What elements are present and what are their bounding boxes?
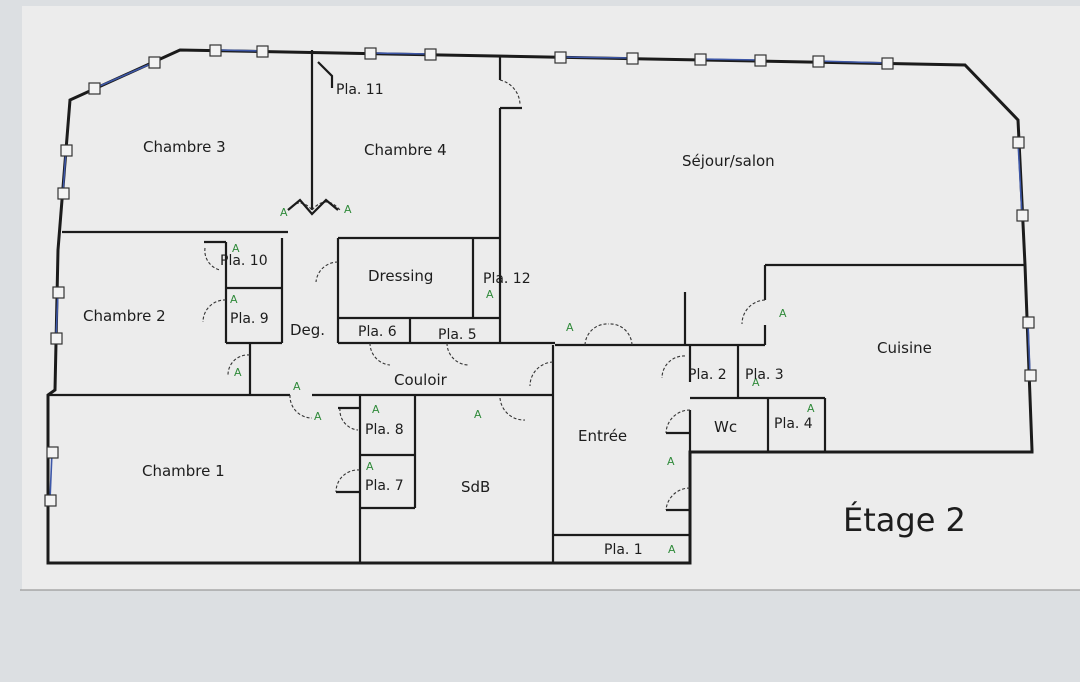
- door-swing-icon: [584, 323, 609, 346]
- window-frame-icon: [812, 55, 825, 68]
- door-swing-icon: [204, 247, 221, 271]
- marker-a: A: [668, 543, 676, 556]
- marker-a: A: [807, 402, 815, 415]
- window-frame-icon: [256, 45, 269, 58]
- door-swing-icon: [661, 355, 686, 379]
- label-chambre-2: Chambre 2: [83, 307, 166, 325]
- label-wc: Wc: [714, 418, 737, 436]
- window-frame-icon: [88, 82, 101, 95]
- door-swing-icon: [499, 79, 521, 105]
- window-frame-icon: [50, 332, 63, 345]
- marker-a: A: [232, 242, 240, 255]
- paper: [22, 6, 1080, 590]
- window-frame-icon: [424, 48, 437, 61]
- marker-a: A: [752, 376, 760, 389]
- marker-a: A: [230, 293, 238, 306]
- marker-a: A: [372, 403, 380, 416]
- marker-a: A: [344, 203, 352, 216]
- door-swing-icon: [339, 407, 359, 431]
- floor-title: Étage 2: [843, 501, 966, 539]
- label-dressing: Dressing: [368, 267, 433, 285]
- window-frame-icon: [209, 44, 222, 57]
- door-swing-icon: [741, 299, 766, 325]
- label-entree: Entrée: [578, 427, 627, 445]
- window-frame-icon: [52, 286, 65, 299]
- label-pla-11: Pla. 11: [336, 82, 384, 98]
- label-pla-7: Pla. 7: [365, 478, 404, 494]
- window-frame-icon: [1024, 369, 1037, 382]
- label-pla-8: Pla. 8: [365, 422, 404, 438]
- door-swing-icon: [369, 342, 391, 366]
- door-swing-icon: [607, 323, 633, 346]
- marker-a: A: [779, 307, 787, 320]
- marker-a: A: [366, 460, 374, 473]
- door-swing-icon: [311, 201, 341, 211]
- door-swing-icon: [227, 354, 251, 376]
- window-frame-icon: [148, 56, 161, 69]
- door-swing-icon: [335, 469, 361, 493]
- window-frame-icon: [44, 494, 57, 507]
- label-chambre-3: Chambre 3: [143, 138, 226, 156]
- marker-a: A: [314, 410, 322, 423]
- door-swing-icon: [202, 299, 227, 323]
- door-swing-icon: [499, 397, 526, 421]
- doors: [202, 61, 766, 512]
- window-frame-icon: [754, 54, 767, 67]
- door-swing-icon: [289, 394, 313, 419]
- marker-a: A: [474, 408, 482, 421]
- label-pla-6: Pla. 6: [358, 324, 397, 340]
- door-swing-icon: [665, 409, 691, 434]
- window-frame-icon: [626, 52, 639, 65]
- label-sdb: SdB: [461, 478, 490, 496]
- label-pla-9: Pla. 9: [230, 311, 269, 327]
- marker-a: A: [667, 455, 675, 468]
- label-pla-4: Pla. 4: [774, 416, 813, 432]
- label-pla-2: Pla. 2: [688, 367, 727, 383]
- door-swing-icon: [529, 361, 554, 387]
- window-frame-icon: [1012, 136, 1025, 149]
- door-swing-icon: [665, 487, 691, 511]
- window-frame-icon: [554, 51, 567, 64]
- label-chambre-1: Chambre 1: [142, 462, 225, 480]
- door-swing-icon: [446, 342, 469, 366]
- label-deg: Deg.: [290, 321, 325, 339]
- marker-a: A: [566, 321, 574, 334]
- label-cuisine: Cuisine: [877, 339, 932, 357]
- label-sejour-salon: Séjour/salon: [682, 152, 775, 170]
- label-pla-12: Pla. 12: [483, 271, 531, 287]
- windows: [44, 44, 1037, 507]
- label-chambre-4: Chambre 4: [364, 141, 447, 159]
- label-pla-1: Pla. 1: [604, 542, 643, 558]
- a-markers: A A A A A A A A A A A A A A A A A: [230, 203, 815, 556]
- marker-a: A: [234, 366, 242, 379]
- interior-walls: [48, 50, 1025, 563]
- window-frame-icon: [57, 187, 70, 200]
- door-swing-icon: [315, 261, 339, 283]
- window-frame-icon: [364, 47, 377, 60]
- window-frame-icon: [60, 144, 73, 157]
- window-frame-icon: [694, 53, 707, 66]
- marker-a: A: [280, 206, 288, 219]
- marker-a: A: [486, 288, 494, 301]
- closet-labels: Pla. 1 Pla. 2 Pla. 3 Pla. 4 Pla. 5 Pla. …: [220, 82, 813, 558]
- window-frame-icon: [46, 446, 59, 459]
- marker-a: A: [293, 380, 301, 393]
- label-pla-5: Pla. 5: [438, 327, 477, 343]
- label-pla-3: Pla. 3: [745, 367, 784, 383]
- window-frame-icon: [1016, 209, 1029, 222]
- window-frame-icon: [1022, 316, 1035, 329]
- room-labels: Chambre 3 Chambre 4 Séjour/salon Chambre…: [83, 138, 932, 496]
- window-frame-icon: [881, 57, 894, 70]
- label-pla-10: Pla. 10: [220, 253, 268, 269]
- label-couloir: Couloir: [394, 371, 448, 389]
